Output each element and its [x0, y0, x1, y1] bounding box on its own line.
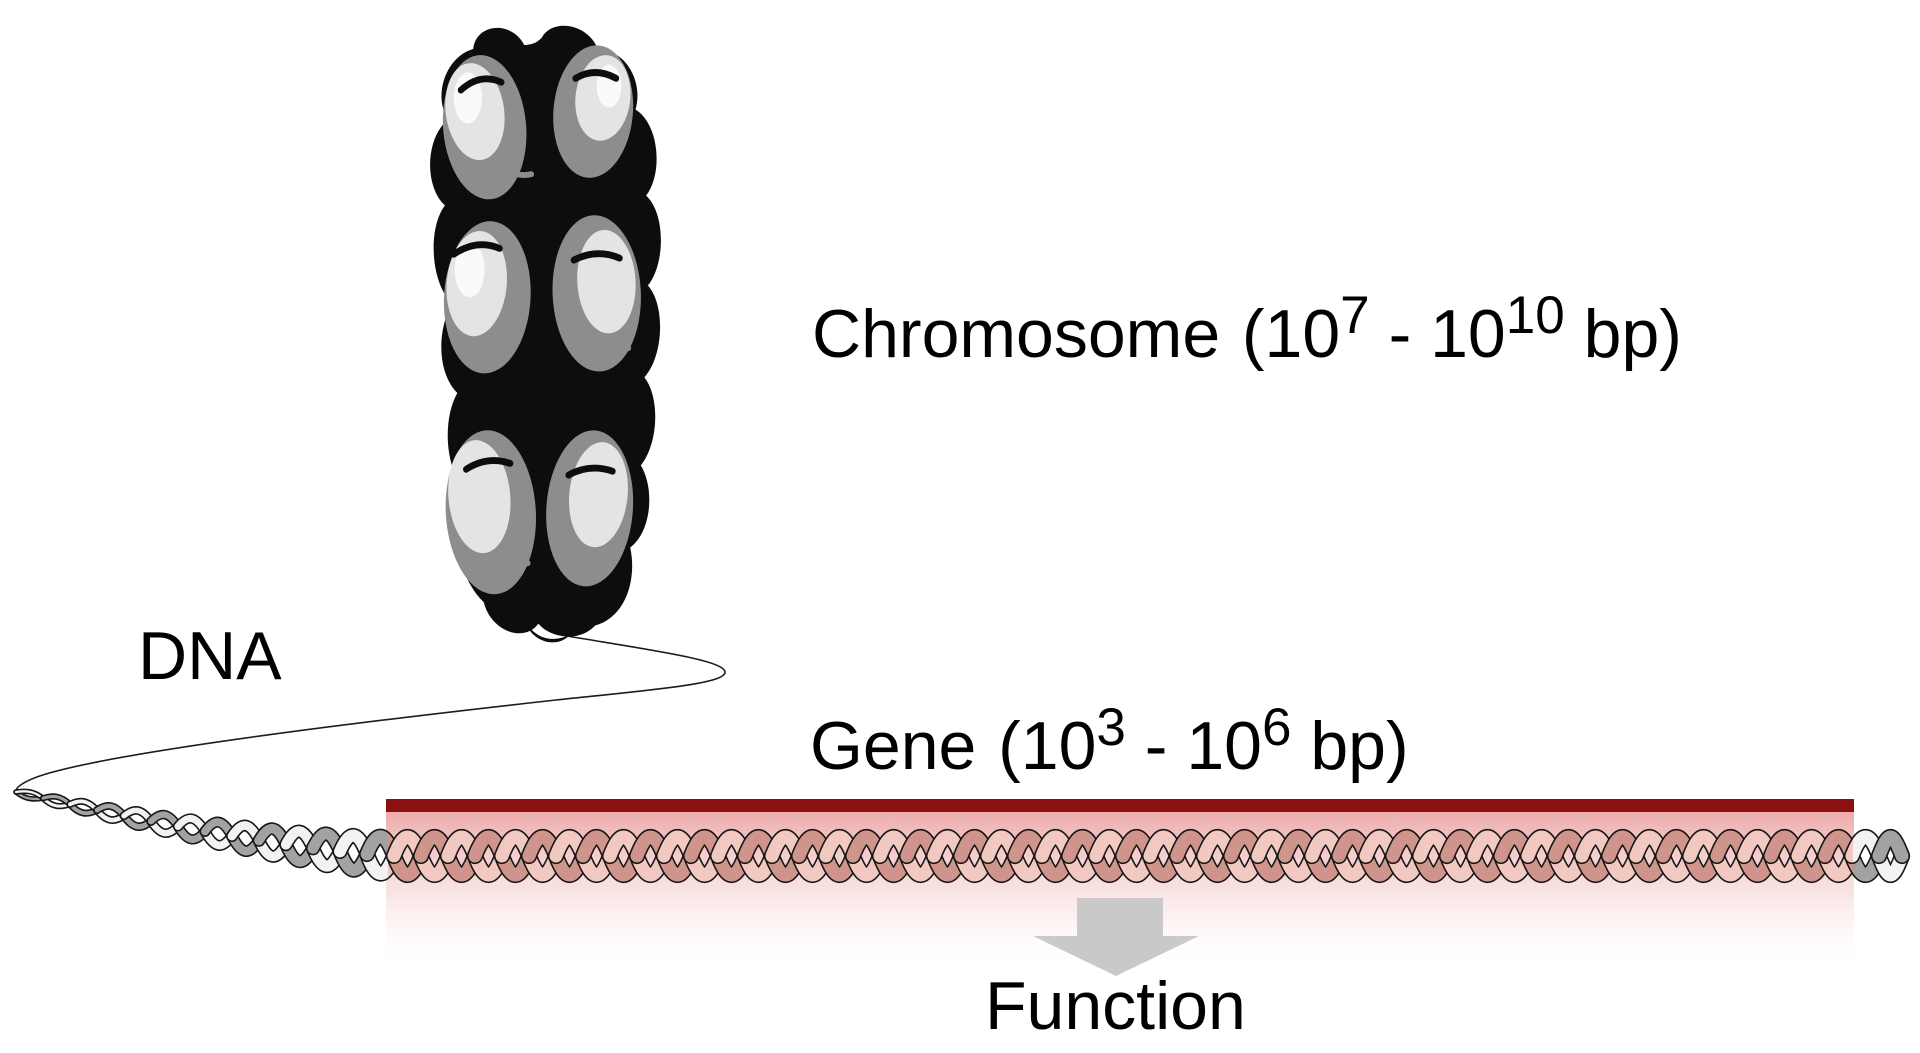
chromosome-texture-gray [491, 161, 632, 567]
gene-range-open: (10 [998, 708, 1097, 784]
chromosome-exponent-1: 7 [1340, 286, 1370, 346]
gene-exponent-1: 3 [1096, 698, 1126, 758]
gene-range-mid: - 10 [1125, 708, 1262, 784]
chromosome-range-mid: - 10 [1369, 296, 1506, 372]
chromosome-range-open: (10 [1241, 296, 1341, 372]
down-arrow-icon [1033, 898, 1199, 976]
dna-helix-gene-section [388, 828, 1853, 884]
gene-label-name: Gene [810, 708, 977, 784]
chromosome-exponent-2: 10 [1505, 286, 1565, 346]
chromosome-label: Chromosome(107 - 1010 bp) [812, 289, 1682, 368]
chromosome-texture [450, 69, 623, 479]
function-label: Function [985, 968, 1246, 1044]
chromosome-range-close: bp) [1564, 296, 1682, 372]
gene-range-close: bp) [1291, 708, 1409, 784]
dna-helix [13, 788, 1911, 884]
chromosome-illustration [430, 25, 661, 643]
gene-exponent-2: 6 [1261, 698, 1292, 758]
chromosome-highlights [453, 64, 622, 298]
gene-bar [386, 799, 1854, 812]
dna-label: DNA [138, 618, 282, 694]
chromosome-label-name: Chromosome [812, 296, 1221, 372]
gene-label: Gene(103 - 106 bp) [810, 701, 1409, 780]
helix-segment [1872, 830, 1909, 863]
dna-unwinding-line [15, 635, 726, 795]
